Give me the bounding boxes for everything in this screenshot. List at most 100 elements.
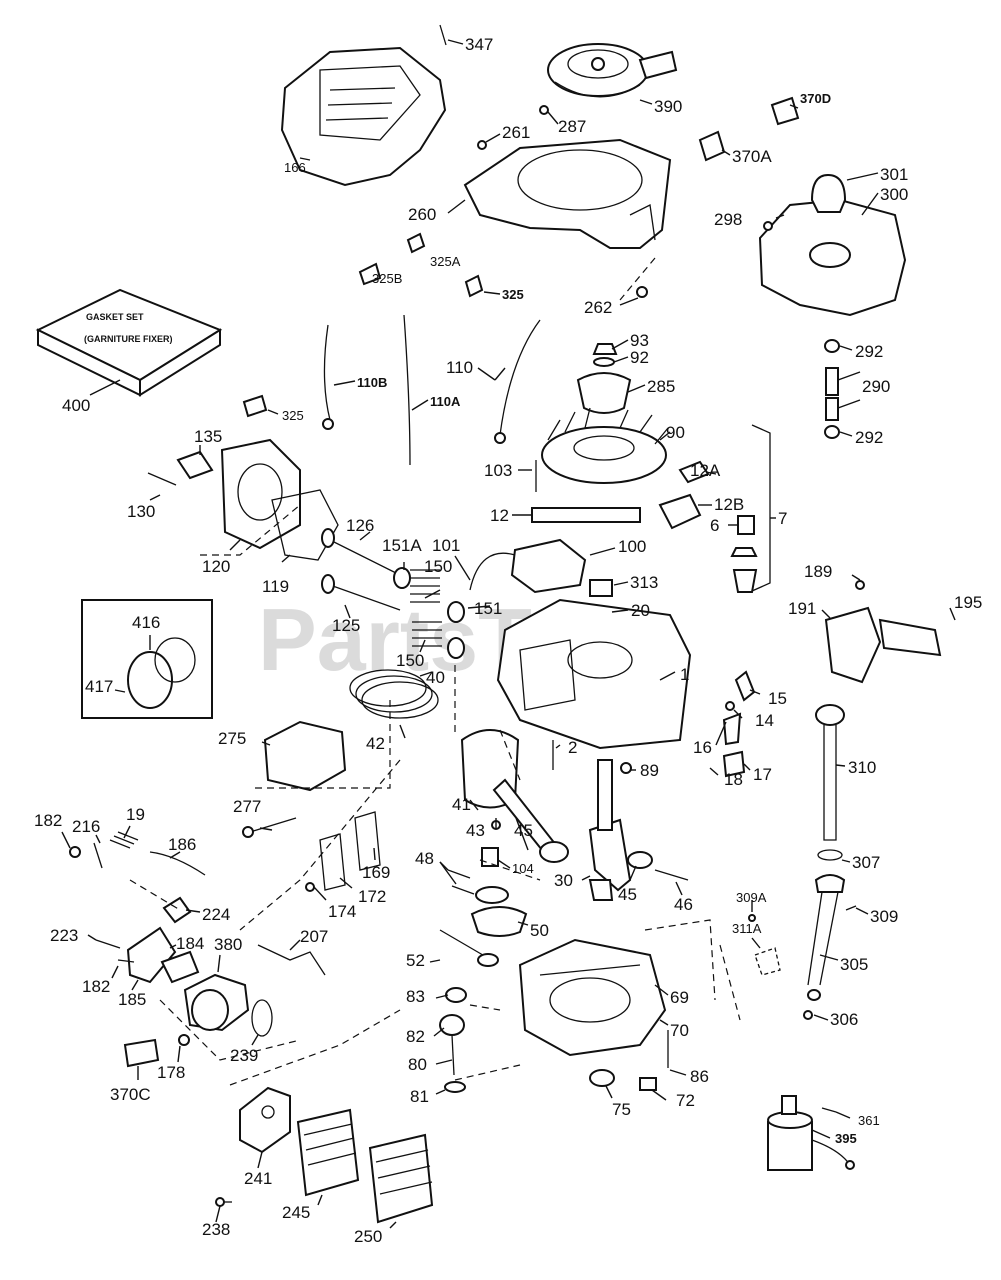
label-110B: 110B [357, 375, 387, 390]
label-174: 174 [328, 902, 356, 921]
label-292-bottom: 292 [855, 428, 883, 447]
label-262: 262 [584, 298, 612, 317]
label-400: 400 [62, 396, 90, 415]
label-298: 298 [714, 210, 742, 229]
label-416: 416 [132, 613, 160, 632]
label-178: 178 [157, 1063, 185, 1082]
label-120: 120 [202, 557, 230, 576]
label-70: 70 [670, 1021, 689, 1040]
label-69: 69 [670, 988, 689, 1007]
label-16: 16 [693, 738, 712, 757]
label-277: 277 [233, 797, 261, 816]
label-43: 43 [466, 821, 485, 840]
label-305: 305 [840, 955, 868, 974]
label-110A: 110A [430, 394, 461, 409]
label-260: 260 [408, 205, 436, 224]
label-151A: 151A [382, 536, 422, 555]
label-287: 287 [558, 117, 586, 136]
label-1: 1 [680, 665, 689, 684]
label-7: 7 [778, 509, 787, 528]
label-12: 12 [490, 506, 509, 525]
label-125: 125 [332, 616, 360, 635]
label-2: 2 [568, 738, 577, 757]
label-18: 18 [724, 770, 743, 789]
label-313: 313 [630, 573, 658, 592]
label-223: 223 [50, 926, 78, 945]
label-347: 347 [465, 35, 493, 54]
label-15: 15 [768, 689, 787, 708]
label-6: 6 [710, 516, 719, 535]
label-184: 184 [176, 934, 204, 953]
label-325A: 325A [430, 254, 461, 269]
label-52: 52 [406, 951, 425, 970]
guide-lines [129, 257, 741, 1086]
leader-lines [61, 39, 956, 1229]
label-130: 130 [127, 502, 155, 521]
label-292-top: 292 [855, 342, 883, 361]
label-182-top: 182 [34, 811, 62, 830]
label-325-mid: 325 [282, 408, 304, 423]
label-135: 135 [194, 427, 222, 446]
label-172: 172 [358, 887, 386, 906]
label-186: 186 [168, 835, 196, 854]
label-30: 30 [554, 871, 573, 890]
label-103: 103 [484, 461, 512, 480]
label-93: 93 [630, 331, 649, 350]
label-325B: 325B [372, 271, 402, 286]
label-48: 48 [415, 849, 434, 868]
label-395: 395 [835, 1131, 857, 1146]
label-306: 306 [830, 1010, 858, 1029]
label-224: 224 [202, 905, 230, 924]
label-101: 101 [432, 536, 460, 555]
label-14: 14 [755, 711, 774, 730]
label-86: 86 [690, 1067, 709, 1086]
label-390: 390 [654, 97, 682, 116]
label-50: 50 [530, 921, 549, 940]
label-250: 250 [354, 1227, 382, 1246]
gasket-set-subtitle: (GARNITURE FIXER) [84, 334, 173, 344]
label-325-top: 325 [502, 287, 524, 302]
label-150-bottom: 150 [396, 651, 424, 670]
label-241: 241 [244, 1169, 272, 1188]
label-80: 80 [408, 1055, 427, 1074]
label-370C: 370C [110, 1085, 151, 1104]
label-119: 119 [262, 577, 289, 596]
label-104: 104 [512, 861, 534, 876]
label-370A: 370A [732, 147, 772, 166]
label-191: 191 [788, 599, 816, 618]
label-92: 92 [630, 348, 649, 367]
part-drawings: GASKET SET (GARNITURE FIXER) [35, 24, 942, 1224]
label-285: 285 [647, 377, 675, 396]
label-45-b: 45 [618, 885, 637, 904]
label-75: 75 [612, 1100, 631, 1119]
label-380: 380 [214, 935, 242, 954]
label-310: 310 [848, 758, 876, 777]
label-81: 81 [410, 1087, 429, 1106]
label-185: 185 [118, 990, 146, 1009]
part-labels: 347 390 287 370D 370A 166 2 6 1 260 301 30… [34, 35, 982, 1246]
label-361: 361 [858, 1113, 880, 1128]
label-17: 17 [753, 765, 772, 784]
label-20: 20 [631, 601, 650, 620]
label-207: 207 [300, 927, 328, 946]
label-166: 166 [284, 160, 306, 175]
label-417: 417 [85, 677, 113, 696]
label-290: 290 [862, 377, 890, 396]
label-12A: 12A [690, 461, 721, 480]
label-216: 216 [72, 817, 100, 836]
label-12B: 12B [714, 495, 744, 514]
label-45-a: 45 [514, 821, 533, 840]
label-275: 275 [218, 729, 246, 748]
label-239: 239 [230, 1046, 258, 1065]
label-19: 19 [126, 805, 145, 824]
label-41: 41 [452, 795, 471, 814]
label-169: 169 [362, 863, 390, 882]
label-195: 195 [954, 593, 982, 612]
label-309: 309 [870, 907, 898, 926]
label-189: 189 [804, 562, 832, 581]
label-370D: 370D [800, 91, 831, 106]
label-301: 301 [880, 165, 908, 184]
label-72: 72 [676, 1091, 695, 1110]
label-90: 90 [666, 423, 685, 442]
